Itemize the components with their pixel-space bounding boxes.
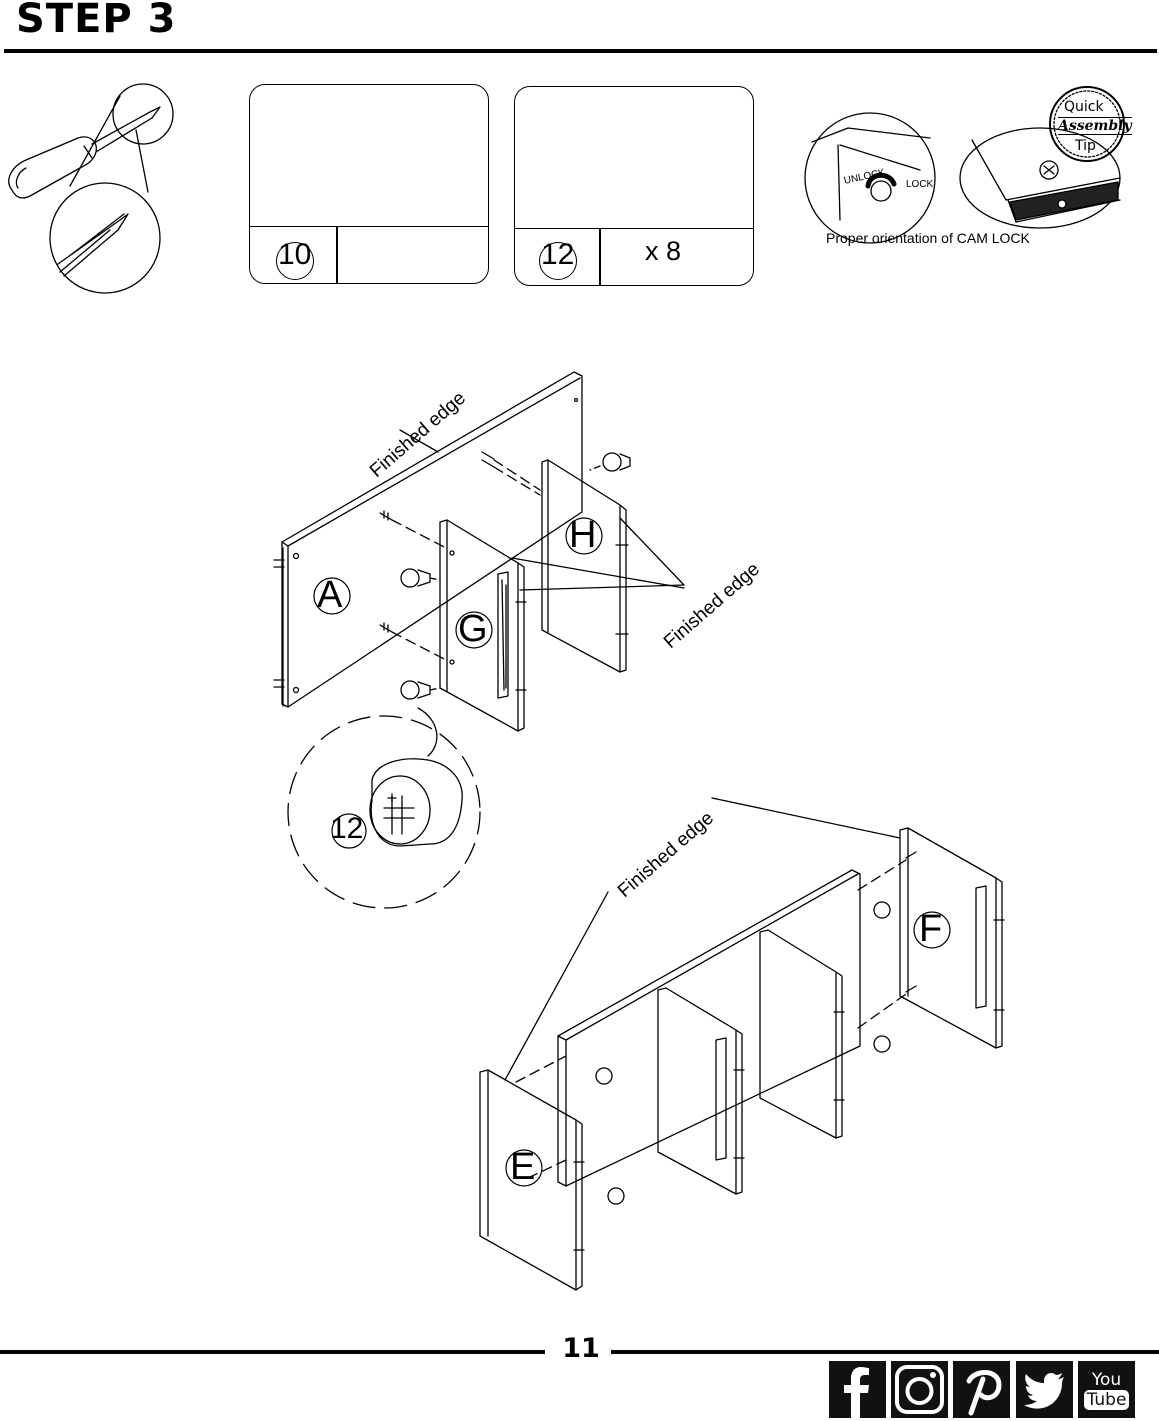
youtube-you-label: You — [1091, 1369, 1122, 1390]
part-10-number: 10 — [276, 238, 314, 280]
lock-label: LOCK — [906, 179, 934, 190]
leader-line — [511, 557, 685, 589]
facebook-icon[interactable] — [829, 1361, 886, 1418]
tip-badge-line2: Assembly — [1058, 117, 1132, 135]
part-10-box — [249, 84, 489, 284]
part-12-quantity: x 8 — [645, 236, 682, 266]
leader-line — [711, 797, 901, 839]
panel-e-label: E — [505, 1146, 544, 1188]
panel-a-label: A — [313, 574, 352, 616]
leader-line — [619, 517, 685, 586]
tip-badge-line1: Quick — [1064, 99, 1104, 115]
panel-g-label: G — [455, 608, 494, 650]
diagram2-hardware — [515, 851, 917, 1205]
detail-part-number: 12 — [330, 812, 367, 849]
instagram-icon[interactable] — [891, 1361, 948, 1418]
panel-a — [273, 371, 583, 708]
panel-g — [439, 519, 527, 732]
panel-f — [899, 827, 1005, 1049]
diagram1-hardware — [379, 451, 631, 700]
footer-rule-right — [611, 1350, 1159, 1354]
part-number-circle — [539, 242, 577, 280]
page-number: 11 — [562, 1333, 600, 1364]
header-rule — [4, 49, 1157, 53]
cam-lock-caption: Proper orientation of CAM LOCK — [826, 230, 1030, 246]
panel-back — [557, 869, 861, 1187]
footer-rule-left — [0, 1350, 545, 1354]
youtube-tube-label: Tube — [1083, 1389, 1130, 1410]
cam-lock-tip-illustration — [804, 86, 1125, 244]
part-12-row — [515, 228, 753, 285]
panel-e — [479, 1069, 585, 1291]
screwdriver-icon — [8, 83, 174, 294]
leader-line — [399, 429, 439, 453]
part-12-number: 12 — [539, 238, 577, 280]
panel-f-label: F — [913, 908, 952, 950]
part-number-circle — [276, 242, 314, 280]
twitter-icon[interactable] — [1016, 1361, 1073, 1418]
leader-line — [519, 584, 685, 591]
panel-divider-left — [657, 987, 745, 1195]
step-title: STEP 3 — [16, 0, 177, 42]
part-10-row — [250, 226, 488, 283]
cam-detail-callout — [287, 707, 481, 909]
panel-h-label: H — [565, 514, 604, 556]
pinterest-icon[interactable] — [953, 1361, 1010, 1418]
tip-badge-line3: Tip — [1075, 138, 1096, 154]
leader-line — [504, 891, 609, 1081]
panel-h — [541, 459, 629, 673]
panel-divider-right — [759, 929, 845, 1139]
youtube-icon[interactable]: You Tube — [1078, 1361, 1135, 1418]
